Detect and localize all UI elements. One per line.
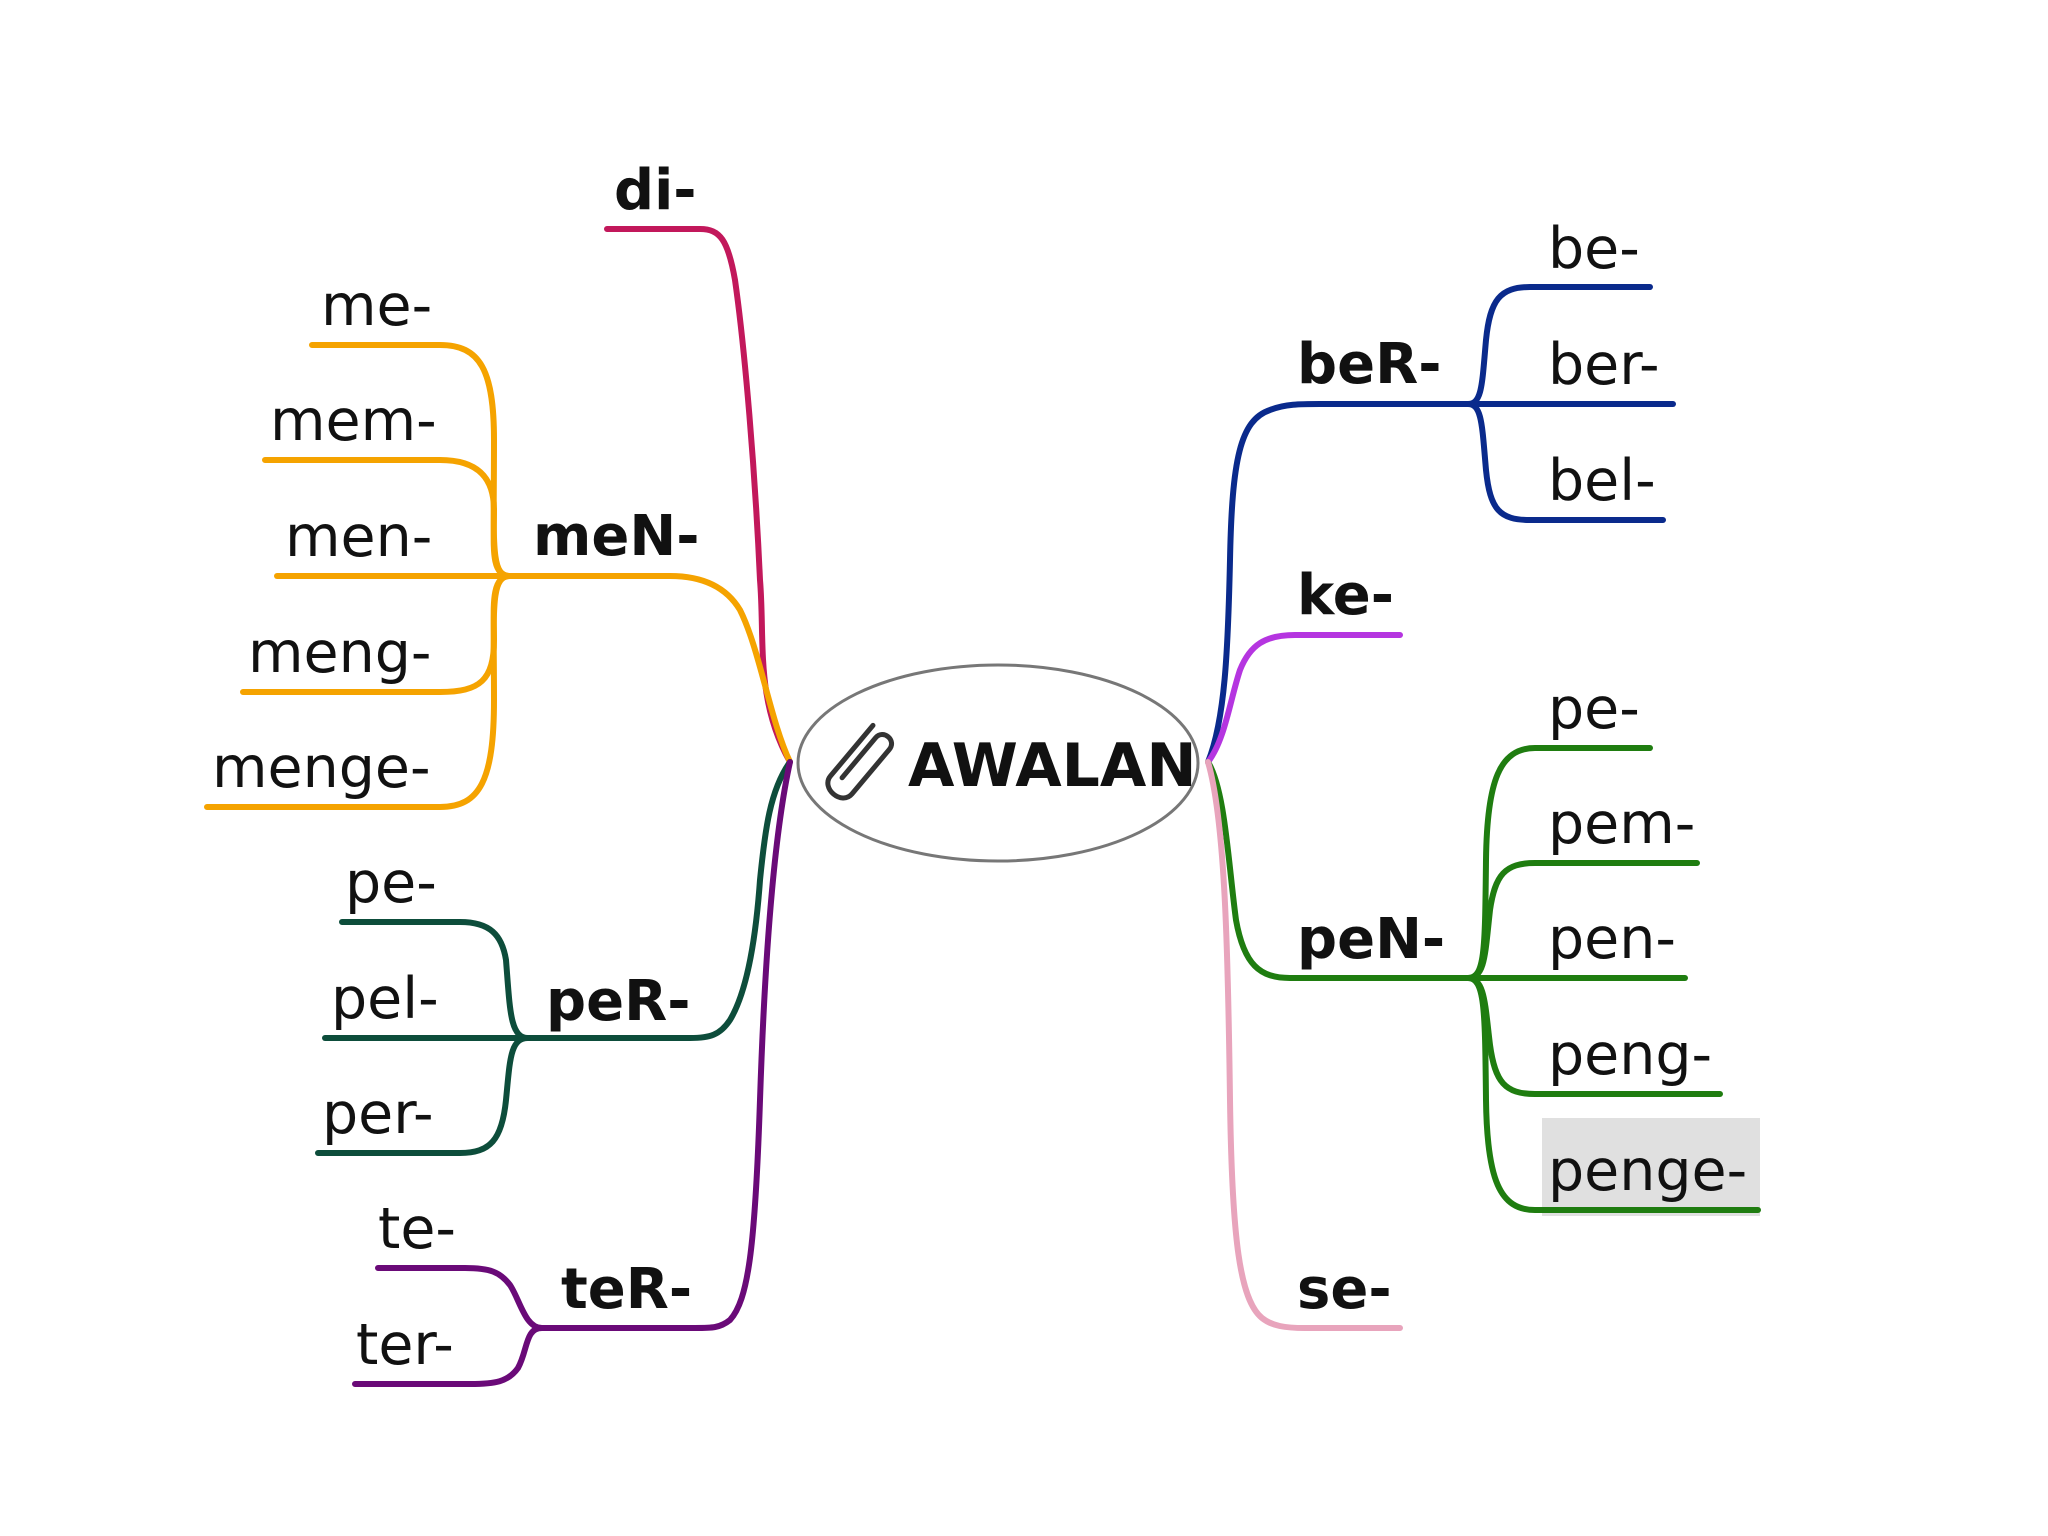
child-label-ber[interactable]: ber- (1548, 332, 1660, 398)
child-label-mem[interactable]: mem- (270, 388, 437, 454)
per-children-lines (315, 919, 531, 1156)
child-label-pel[interactable]: pel- (331, 966, 439, 1032)
branch-label-pen[interactable]: peN- (1297, 907, 1445, 972)
branch-line-per (525, 759, 793, 1041)
branch-label-men[interactable]: meN- (533, 504, 699, 569)
branch-label-di[interactable]: di- (614, 158, 697, 223)
branch-line-se (1205, 759, 1403, 1331)
branch-line-ter (537, 759, 793, 1331)
branch-label-per[interactable]: peR- (546, 969, 690, 1034)
child-label-pen[interactable]: pen- (1548, 906, 1676, 972)
ber-children-lines (1465, 284, 1676, 523)
child-label-me[interactable]: me- (321, 273, 432, 339)
child-label-pe-right[interactable]: pe- (1548, 676, 1640, 742)
child-label-men[interactable]: men- (285, 504, 432, 570)
child-label-be[interactable]: be- (1548, 216, 1640, 282)
child-label-pe-left[interactable]: pe- (345, 850, 437, 916)
branch-line-ke (1205, 632, 1403, 765)
ter-children-lines (352, 1265, 545, 1387)
branch-label-ke[interactable]: ke- (1297, 563, 1394, 628)
child-label-te[interactable]: te- (378, 1196, 456, 1262)
child-label-ter[interactable]: ter- (356, 1312, 454, 1378)
child-label-per[interactable]: per- (322, 1081, 434, 1147)
central-node[interactable]: AWALAN (796, 663, 1200, 863)
branch-line-pen (1205, 759, 1473, 981)
child-label-meng[interactable]: meng- (248, 620, 431, 686)
central-node-label: AWALAN (908, 731, 1197, 801)
branch-label-ter[interactable]: teR- (561, 1257, 692, 1322)
branch-line-ber (1205, 401, 1473, 765)
child-label-peng[interactable]: peng- (1548, 1022, 1712, 1088)
child-label-bel[interactable]: bel- (1548, 448, 1656, 514)
branch-line-men (494, 573, 793, 765)
pen-children-lines (1465, 745, 1761, 1213)
highlight-background (1542, 1118, 1760, 1216)
branch-label-se[interactable]: se- (1297, 1257, 1392, 1322)
central-node-ellipse (796, 663, 1200, 863)
branch-label-ber[interactable]: beR- (1297, 332, 1441, 397)
men-children-lines (204, 342, 513, 810)
child-label-menge[interactable]: menge- (212, 735, 431, 801)
child-label-pem[interactable]: pem- (1548, 791, 1695, 857)
paperclip-icon (825, 722, 894, 801)
child-label-penge[interactable]: penge- (1548, 1138, 1747, 1204)
